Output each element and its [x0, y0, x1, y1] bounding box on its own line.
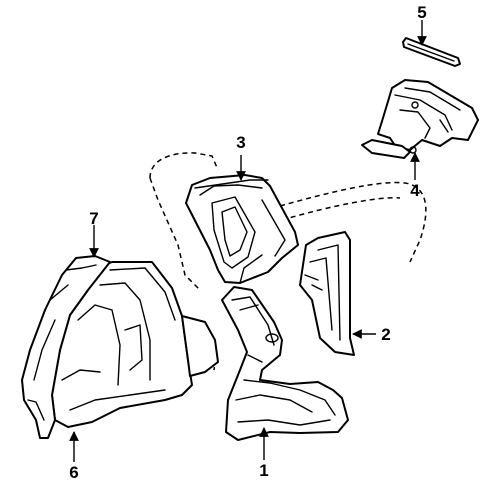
callout-3: 3	[236, 133, 245, 152]
part-2-pillar	[299, 231, 355, 356]
callout-5: 5	[417, 3, 426, 22]
leader-lines	[69, 20, 427, 462]
part-7-wheelhouse-outer	[21, 255, 111, 439]
callout-labels: 1 2 3 4 5 6 7	[69, 3, 426, 482]
callout-4: 4	[410, 181, 420, 200]
callout-2: 2	[381, 325, 390, 344]
part-1-lower-panel	[221, 286, 349, 441]
callout-7: 7	[89, 209, 98, 228]
callout-1: 1	[259, 461, 268, 480]
part-5-strip	[402, 37, 461, 67]
part-4-bracket	[361, 79, 479, 159]
part-3-upper-frame	[185, 174, 299, 284]
callout-6: 6	[69, 463, 78, 482]
